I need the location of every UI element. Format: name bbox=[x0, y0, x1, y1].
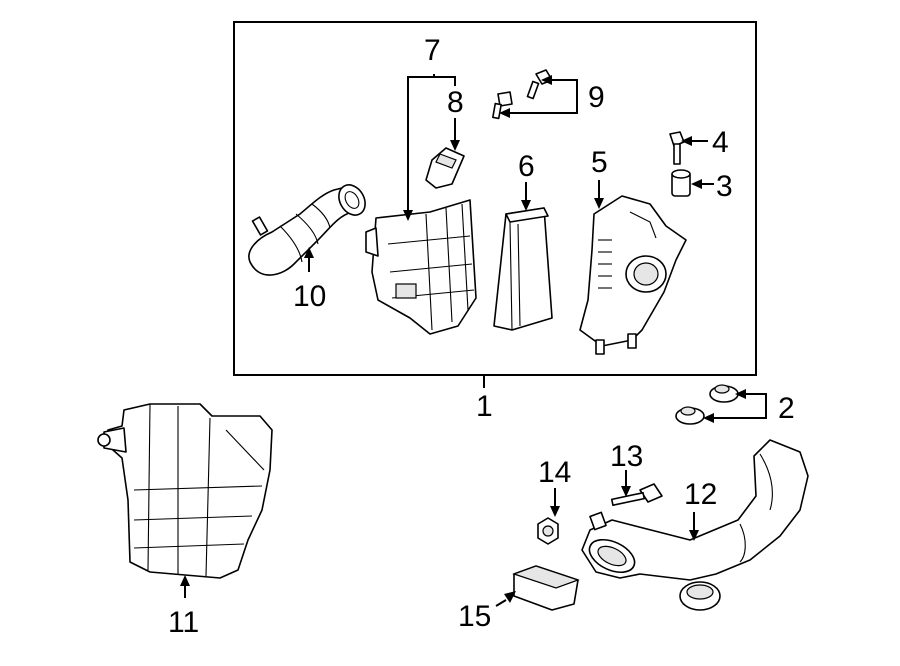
mount-grommet bbox=[671, 169, 691, 197]
insulators bbox=[675, 384, 739, 425]
arrowhead-3 bbox=[691, 179, 702, 189]
airflow-sensor bbox=[425, 147, 465, 189]
arrowhead-9a bbox=[541, 75, 552, 85]
assembly-frame bbox=[233, 21, 757, 376]
callout-2: 2 bbox=[778, 392, 795, 425]
arrowhead-15 bbox=[504, 591, 516, 603]
intake-hose bbox=[248, 184, 366, 276]
callout-14: 14 bbox=[538, 456, 571, 489]
arrowhead-8 bbox=[450, 140, 460, 151]
air-cleaner-upper-cover bbox=[579, 195, 687, 355]
callout-7: 7 bbox=[424, 34, 441, 67]
outlet-duct bbox=[581, 439, 809, 611]
leader-15 bbox=[495, 599, 507, 607]
arrowhead-4 bbox=[681, 136, 692, 146]
callout-12: 12 bbox=[684, 478, 717, 511]
callout-3: 3 bbox=[716, 170, 733, 203]
arrowhead-2a bbox=[735, 389, 746, 399]
leader-2 bbox=[712, 393, 767, 419]
callout-5: 5 bbox=[591, 146, 608, 179]
mount-bolt bbox=[669, 131, 685, 165]
callout-9: 9 bbox=[588, 81, 605, 114]
arrowhead-6 bbox=[521, 200, 531, 211]
arrowhead-12 bbox=[689, 530, 699, 541]
air-filter-element bbox=[493, 207, 553, 331]
leader-9 bbox=[508, 79, 578, 114]
housing-screws bbox=[492, 69, 553, 120]
arrowhead-11 bbox=[180, 575, 190, 586]
callout-10: 10 bbox=[293, 280, 326, 313]
leader-7b bbox=[434, 76, 456, 86]
insulator-pad bbox=[512, 565, 580, 611]
duct-bolt bbox=[610, 483, 663, 507]
duct-nut bbox=[537, 517, 559, 545]
resonator bbox=[97, 403, 273, 579]
callout-11: 11 bbox=[168, 606, 199, 639]
callout-4: 4 bbox=[712, 126, 729, 159]
arrowhead-14 bbox=[550, 506, 560, 517]
callout-13: 13 bbox=[610, 440, 643, 473]
callout-8: 8 bbox=[447, 86, 464, 119]
arrowhead-7 bbox=[403, 210, 413, 221]
callout-15: 15 bbox=[458, 600, 491, 633]
callout-6: 6 bbox=[518, 150, 535, 183]
arrowhead-13 bbox=[621, 486, 631, 497]
arrowhead-5 bbox=[594, 198, 604, 209]
callout-1: 1 bbox=[476, 390, 493, 423]
arrowhead-10 bbox=[304, 247, 314, 258]
leader-7a bbox=[407, 74, 435, 212]
arrowhead-9b bbox=[499, 108, 510, 118]
arrowhead-2b bbox=[703, 413, 714, 423]
air-cleaner-lower-housing bbox=[365, 199, 477, 335]
